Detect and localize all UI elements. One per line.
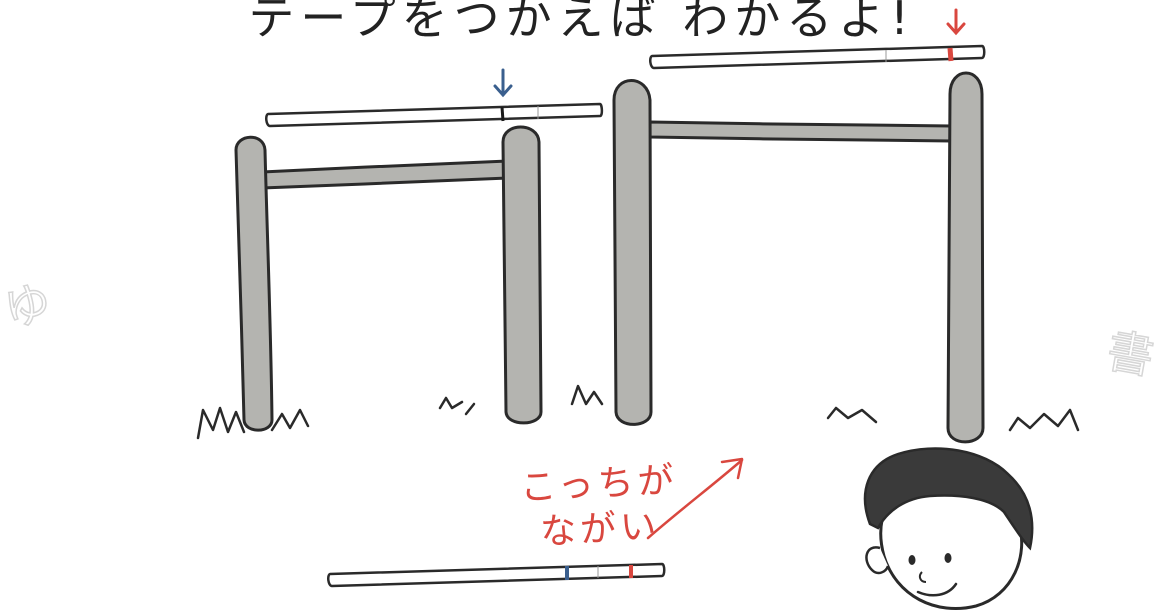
annotation-line-2: ながい bbox=[539, 497, 662, 555]
short-bar-crossbar bbox=[262, 161, 508, 188]
short-horizontal-bar bbox=[198, 127, 541, 438]
short-bar-right-post bbox=[503, 127, 541, 423]
short-bar-left-post bbox=[236, 137, 272, 430]
tape-tall-bar bbox=[650, 46, 984, 68]
grass-tuft-icon bbox=[198, 398, 474, 438]
tall-bar-right-post bbox=[948, 73, 983, 442]
down-arrow-blue-icon bbox=[495, 70, 511, 95]
tape-short-bar bbox=[266, 104, 602, 126]
tall-bar-left-post bbox=[614, 81, 651, 425]
down-arrow-red-icon bbox=[948, 10, 964, 33]
tape-comparison bbox=[328, 564, 664, 586]
tall-bar-crossbar bbox=[650, 122, 952, 141]
tall-horizontal-bar bbox=[572, 73, 1078, 442]
boy-face-icon bbox=[865, 448, 1032, 608]
